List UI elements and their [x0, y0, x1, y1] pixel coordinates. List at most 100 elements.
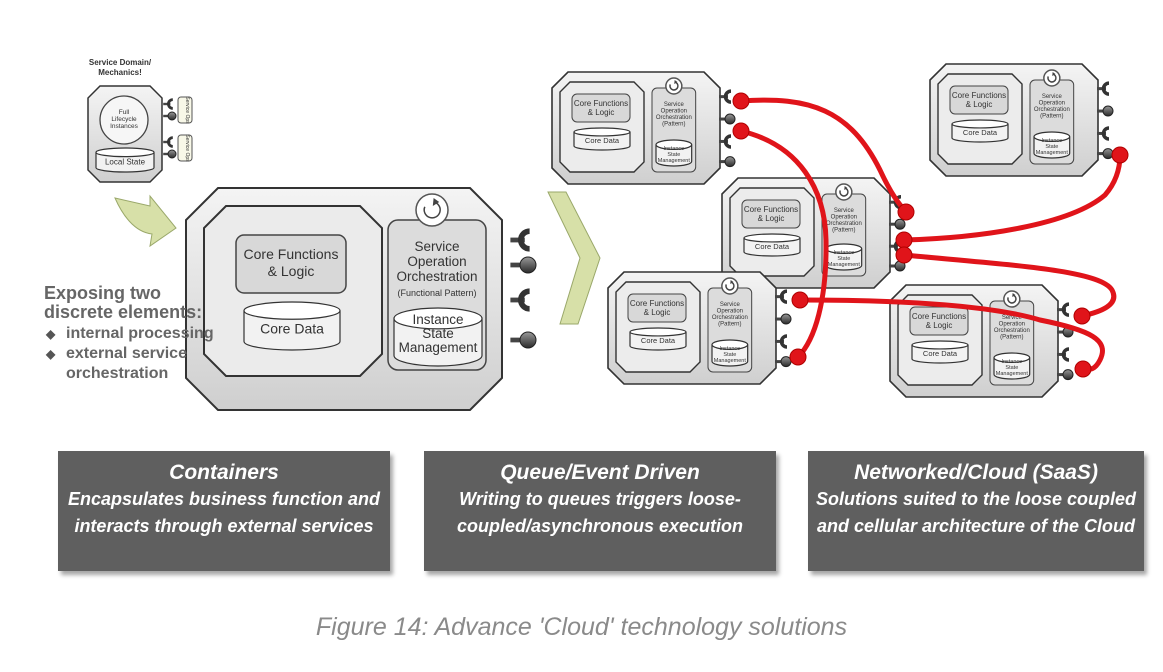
- cycle-ring: [415, 193, 449, 227]
- port-socket: [1057, 302, 1070, 317]
- panel-title: Networked/Cloud (SaaS): [854, 461, 1098, 484]
- cycle-ring: [1003, 290, 1021, 308]
- panel-title: Queue/Event Driven: [500, 461, 700, 484]
- cycle-ring: [1043, 69, 1061, 87]
- instance-state-cylinder: [993, 352, 1031, 380]
- port-knob: [1057, 326, 1074, 338]
- cylinder-top: [629, 327, 687, 337]
- chevron-arrow-right: [547, 191, 601, 325]
- cylinder-top: [911, 340, 969, 350]
- port-cup: [1101, 126, 1110, 141]
- instance-state-cylinder: [655, 139, 693, 167]
- port-knob: [889, 218, 906, 230]
- port-cup: [167, 136, 174, 148]
- core-data-label: Core Data: [585, 136, 620, 145]
- port-ball: [780, 313, 792, 325]
- port-cup: [779, 334, 788, 349]
- port-knob: [163, 149, 177, 159]
- port-ball: [780, 356, 792, 368]
- cycle-icon: [721, 277, 739, 295]
- port-socket: [510, 228, 530, 252]
- cylinder-top: [243, 301, 341, 320]
- connector-endpoint-dot: [897, 203, 915, 221]
- cylinder-top: [711, 339, 749, 350]
- cylinder-top: [95, 147, 155, 158]
- cylinder-body: [243, 310, 341, 351]
- local-state-cylinder: Local State: [95, 147, 155, 173]
- cycle-arrow: [1007, 294, 1017, 304]
- core-data-label: Core Data: [923, 349, 958, 358]
- port-knob: [1097, 105, 1114, 117]
- cylinder-top: [743, 233, 801, 243]
- connector-endpoint-dot: [732, 122, 750, 140]
- cylinder-body: [655, 144, 693, 167]
- cylinder-top: [393, 307, 483, 330]
- cycle-arrow: [1047, 73, 1057, 83]
- port-socket: [1057, 347, 1070, 362]
- panel-body: Solutions suited to the loose coupled an…: [815, 489, 1136, 536]
- cycle-arrowhead: [674, 80, 678, 84]
- cylinder-body: [743, 237, 801, 257]
- port-ball: [1102, 148, 1114, 160]
- core-functions-box: [909, 306, 969, 336]
- exposing-bullet: internal processing: [44, 324, 234, 344]
- port-cup: [1061, 347, 1070, 362]
- cycle-icon: [415, 193, 449, 227]
- core-functions-box: [627, 293, 687, 323]
- port-cup: [723, 134, 732, 149]
- port-socket: [163, 136, 174, 148]
- cylinder-top: [993, 352, 1031, 363]
- port-knob: [510, 256, 537, 274]
- core-data-label: Core Data: [260, 321, 324, 337]
- port-socket: [719, 134, 732, 149]
- cycle-ring: [721, 277, 739, 295]
- curved-arrow-down: [114, 194, 177, 248]
- port-cup: [1061, 302, 1070, 317]
- queue-link-top-to-middle: [738, 97, 909, 215]
- port-knob: [163, 111, 177, 121]
- connector-endpoint-dot: [791, 291, 809, 309]
- core-data-cylinder: Core Data: [573, 127, 631, 151]
- port-cup: [723, 89, 732, 104]
- service-ops-tab-label: Service Ops: [184, 134, 190, 162]
- cycle-icon: [835, 183, 853, 201]
- cylinder-top: [951, 119, 1009, 129]
- instance-state-cylinder: [711, 339, 749, 367]
- cylinder-body: [393, 318, 483, 367]
- connector-endpoint-dot: [1111, 146, 1129, 164]
- cylinder-top: [1033, 131, 1071, 142]
- port-ball: [724, 156, 736, 168]
- port-ball: [724, 113, 736, 125]
- core-functions-label: Core Functions& Logic: [630, 299, 684, 317]
- port-ball: [167, 111, 177, 121]
- core-data-cylinder: Core Data: [243, 301, 341, 351]
- port-knob: [719, 113, 736, 125]
- cylinder-body: [993, 357, 1031, 380]
- core-functions-label: Core Functions& Logic: [952, 91, 1006, 109]
- port-cup: [518, 288, 530, 312]
- port-cup: [779, 289, 788, 304]
- panel-title: Containers: [169, 461, 279, 484]
- cycle-arrowhead: [730, 280, 734, 284]
- core-functions-label: Core Functions& Logic: [744, 205, 798, 223]
- containers-panel: Containers Encapsulates business functio…: [58, 451, 390, 571]
- core-functions-label: Core Functions& Logic: [244, 246, 339, 279]
- connector-endpoint-dot: [789, 348, 807, 366]
- core-functions-box: [741, 199, 801, 229]
- figure-caption: Figure 14: Advance 'Cloud' technology so…: [315, 613, 848, 641]
- core-functions-box: [571, 93, 631, 123]
- core-functions-box: [235, 234, 347, 294]
- cycle-arrowhead: [432, 198, 440, 206]
- cylinder-body: [711, 344, 749, 367]
- red-connector-layer: [732, 92, 1129, 378]
- core-data-label: Core Data: [641, 336, 676, 345]
- cylinder-top: [573, 127, 631, 137]
